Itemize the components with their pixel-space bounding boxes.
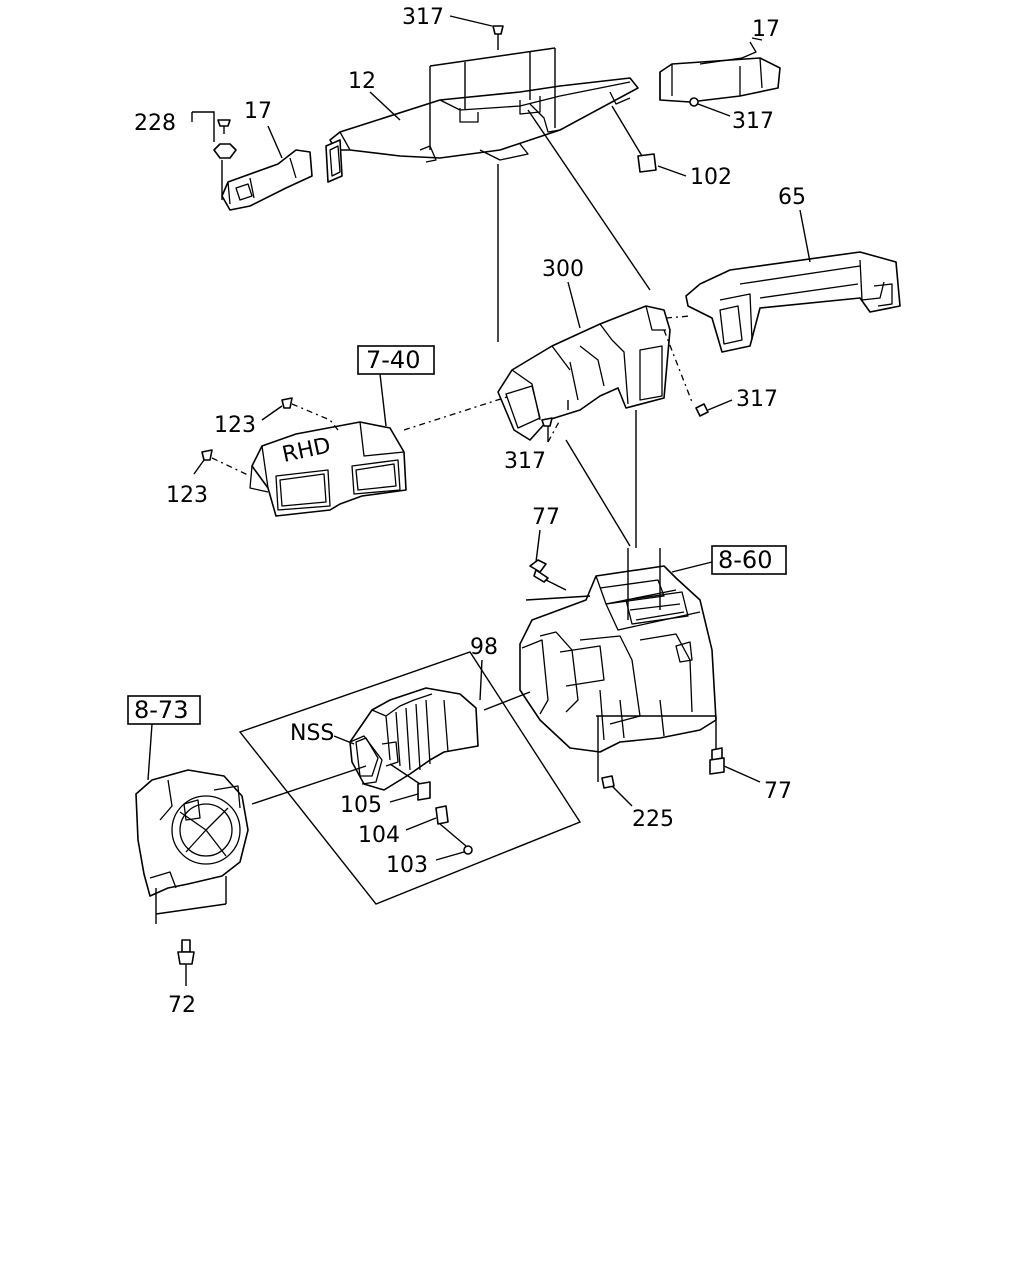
- duct-rhd: [249, 421, 407, 517]
- screw-317-right-top: [689, 97, 731, 117]
- label-77-top: 77: [532, 505, 560, 530]
- fastener-228: [191, 111, 237, 200]
- part-105: [389, 763, 431, 803]
- label-17-left: 17: [244, 99, 272, 124]
- duct-300: [497, 305, 671, 441]
- duct-12: [325, 77, 639, 183]
- blower-fan-unit: [135, 769, 249, 897]
- label-105: 105: [340, 793, 382, 818]
- screw-317-mid: [541, 400, 569, 443]
- clip-225: [601, 775, 633, 807]
- clip-102: [611, 105, 687, 177]
- label-104: 104: [358, 823, 400, 848]
- part-104: [405, 805, 467, 847]
- frame-98: [238, 651, 582, 905]
- ref-box-7-40[interactable]: [357, 345, 435, 375]
- ref-label-8-60[interactable]: 8-60: [718, 546, 772, 574]
- label-317-right-top: 317: [732, 109, 774, 134]
- outlet-17-right: [659, 41, 781, 103]
- ref-box-8-60[interactable]: [711, 545, 787, 575]
- screw-317-top: [449, 15, 504, 35]
- screw-72: [177, 939, 195, 986]
- leader-98-heater: [483, 691, 531, 711]
- outlet-17-left: [221, 149, 313, 211]
- screw-123-a: [261, 397, 339, 431]
- label-65: 65: [778, 185, 806, 210]
- label-nss: NSS: [290, 721, 334, 746]
- label-17-right: 17: [752, 17, 780, 42]
- duct-65: [685, 251, 901, 353]
- label-225: 225: [632, 807, 674, 832]
- callout-bracket-317-top: [429, 30, 556, 150]
- ref-box-8-73[interactable]: [127, 695, 201, 725]
- blower-duct-98: [349, 687, 479, 791]
- label-300: 300: [542, 257, 584, 282]
- label-77-right: 77: [764, 779, 792, 804]
- label-317-mid-right: 317: [736, 387, 778, 412]
- screw-123-b: [193, 449, 251, 477]
- label-123-b: 123: [166, 483, 208, 508]
- part-103: [435, 845, 473, 861]
- heater-unit: [519, 565, 717, 753]
- leader-rhd-300: [403, 395, 511, 431]
- label-72: 72: [168, 993, 196, 1018]
- label-98: 98: [470, 635, 498, 660]
- screw-317-mid-right: [695, 399, 733, 417]
- leader-12-300b: [527, 109, 651, 291]
- label-317-top: 317: [402, 5, 444, 30]
- ref-label-8-73[interactable]: 8-73: [134, 696, 188, 724]
- label-103: 103: [386, 853, 428, 878]
- label-102: 102: [690, 165, 732, 190]
- label-12: 12: [348, 69, 376, 94]
- screw-77-top: [529, 529, 567, 591]
- label-317-mid: 317: [504, 449, 546, 474]
- leader-blower-98: [251, 765, 367, 805]
- label-123-a: 123: [214, 413, 256, 438]
- label-228: 228: [134, 111, 176, 136]
- leader-300-860: [565, 439, 631, 547]
- screw-77-right: [709, 747, 761, 783]
- ref-label-7-40[interactable]: 7-40: [366, 346, 420, 374]
